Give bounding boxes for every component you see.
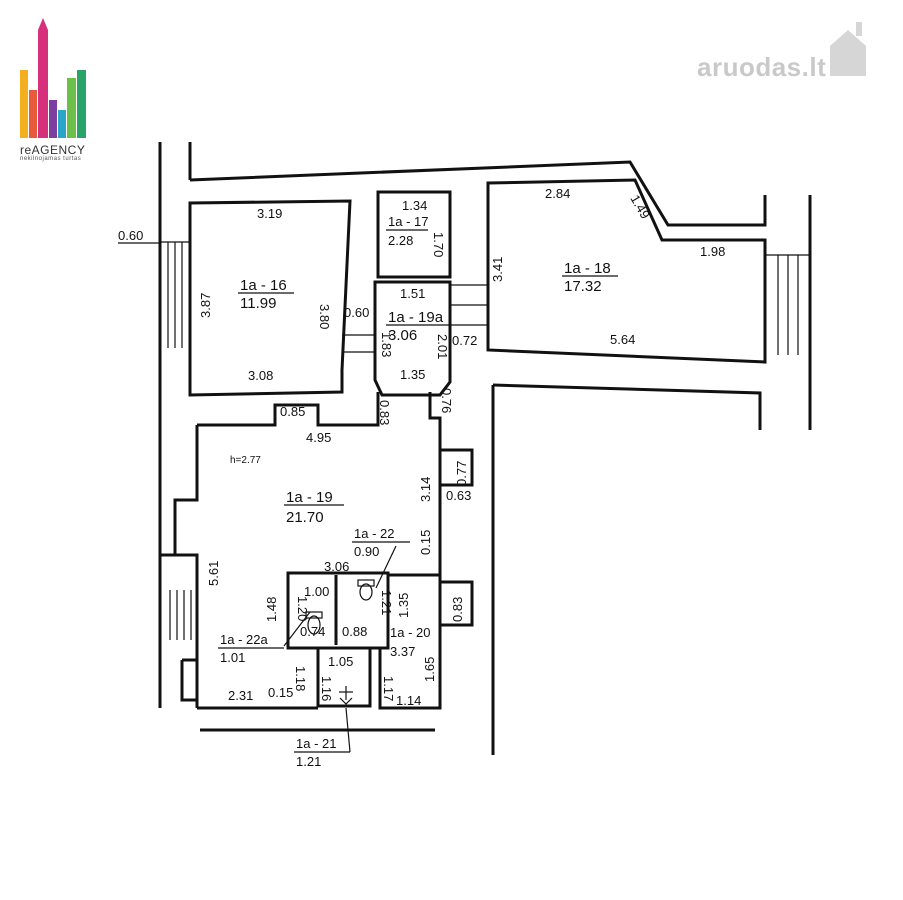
svg-text:1a - 22a: 1a - 22a xyxy=(220,632,268,647)
dimension-label: 0.85 xyxy=(280,404,305,419)
svg-text:3.06: 3.06 xyxy=(388,327,417,344)
watermark-text: aruodas.lt xyxy=(697,52,827,82)
dimension-label: 0.15 xyxy=(418,530,433,555)
dimension-label: 1.14 xyxy=(396,693,421,708)
dimension-label: 2.01 xyxy=(435,334,450,359)
svg-text:2.28: 2.28 xyxy=(388,233,413,248)
dimension-label: 5.64 xyxy=(610,332,635,347)
dimension-label: 1.16 xyxy=(319,676,334,701)
dimension-label: 0.74 xyxy=(300,624,325,639)
dimension-label: 3.19 xyxy=(257,206,282,221)
room-label-19: 1a - 19 21.70 xyxy=(286,489,333,526)
dimension-label: 1.20 xyxy=(295,596,310,621)
svg-text:1.21: 1.21 xyxy=(296,754,321,769)
dimension-label: 3.06 xyxy=(324,559,349,574)
dimension-label: 1.35 xyxy=(400,367,425,382)
toilet-icon xyxy=(357,579,375,601)
dimension-label: 1.21 xyxy=(379,590,394,615)
dimension-label: 0.77 xyxy=(454,461,469,486)
dimension-label: 0.83 xyxy=(450,597,465,622)
dimension-label: 3.41 xyxy=(490,257,505,282)
dimension-label: 1.48 xyxy=(264,597,279,622)
room-label-17: 1a - 17 2.28 xyxy=(388,214,428,248)
dimension-label: 5.61 xyxy=(206,561,221,586)
svg-text:1.01: 1.01 xyxy=(220,650,245,665)
leader-lines xyxy=(118,229,618,753)
dimension-label: 1.51 xyxy=(400,286,425,301)
dimension-label: 0.60 xyxy=(118,228,143,243)
ceiling-height-label: h=2.77 xyxy=(230,455,261,466)
agency-logo xyxy=(20,18,86,138)
dimension-label: 1.34 xyxy=(402,198,427,213)
svg-text:1a - 22: 1a - 22 xyxy=(354,526,394,541)
dimension-label: 1.70 xyxy=(431,232,446,257)
dimension-labels: 0.60 3.19 3.87 3.80 3.08 0.60 1.83 1.34 … xyxy=(118,186,725,708)
floor-drain-icon xyxy=(339,686,353,705)
svg-text:1a - 16: 1a - 16 xyxy=(240,277,287,294)
svg-text:1a - 21: 1a - 21 xyxy=(296,736,336,751)
walls xyxy=(158,142,812,755)
room-label-22: 1a - 22 0.90 xyxy=(354,526,394,559)
dimension-label: 1.35 xyxy=(396,593,411,618)
room-label-22a: 1a - 22a 1.01 xyxy=(220,632,268,665)
dimension-label: 1.83 xyxy=(379,332,394,357)
room-label-18: 1a - 18 17.32 xyxy=(564,260,611,295)
doorways xyxy=(342,284,488,353)
toilet-icon xyxy=(305,611,323,635)
dimension-label: 1.00 xyxy=(304,584,329,599)
stairs-left-top xyxy=(160,241,190,348)
stairs-right xyxy=(765,254,810,355)
svg-text:17.32: 17.32 xyxy=(564,278,602,295)
dimension-label: 0.72 xyxy=(452,333,477,348)
dimension-label: 0.83 xyxy=(377,400,392,425)
room-label-21: 1a - 21 1.21 xyxy=(296,736,336,769)
dimension-label: 2.84 xyxy=(545,186,570,201)
svg-text:1a - 19a: 1a - 19a xyxy=(388,309,444,326)
dimension-label: 1.98 xyxy=(700,244,725,259)
dimension-label: 2.31 xyxy=(228,688,253,703)
room-label-16: 1a - 16 11.99 xyxy=(240,277,287,312)
svg-text:1a - 20: 1a - 20 xyxy=(390,625,430,640)
dimension-label: 3.14 xyxy=(418,477,433,502)
svg-text:0.90: 0.90 xyxy=(354,544,379,559)
dimension-label: 0.60 xyxy=(344,305,369,320)
dimension-label: 4.95 xyxy=(306,430,331,445)
dimension-label: 1.18 xyxy=(293,666,308,691)
dimension-label: 0.63 xyxy=(446,488,471,503)
dimension-label: 1.05 xyxy=(328,654,353,669)
svg-text:3.37: 3.37 xyxy=(390,644,415,659)
dimension-label: 0.15 xyxy=(268,685,293,700)
svg-text:21.70: 21.70 xyxy=(286,509,324,526)
svg-text:1a - 19: 1a - 19 xyxy=(286,489,333,506)
room-label-19a: 1a - 19a 3.06 xyxy=(388,309,444,344)
agency-tagline: nekilnojamas turtas xyxy=(20,156,82,162)
dimension-label: 0.88 xyxy=(342,624,367,639)
svg-text:11.99: 11.99 xyxy=(240,295,276,312)
dimension-label: 3.87 xyxy=(198,293,213,318)
stairs-left-bottom xyxy=(169,590,192,640)
dimension-label: 0.76 xyxy=(439,388,454,413)
svg-text:1a - 17: 1a - 17 xyxy=(388,214,428,229)
svg-text:1a - 18: 1a - 18 xyxy=(564,260,611,277)
dimension-label: 3.08 xyxy=(248,368,273,383)
dimension-label: 1.65 xyxy=(422,657,437,682)
room-label-20: 1a - 20 3.37 xyxy=(390,625,430,659)
dimension-label: 3.80 xyxy=(317,304,332,329)
watermark-house-icon xyxy=(830,22,866,76)
dimension-label: 1.17 xyxy=(381,676,396,701)
agency-name: reAGENCY xyxy=(20,143,86,157)
